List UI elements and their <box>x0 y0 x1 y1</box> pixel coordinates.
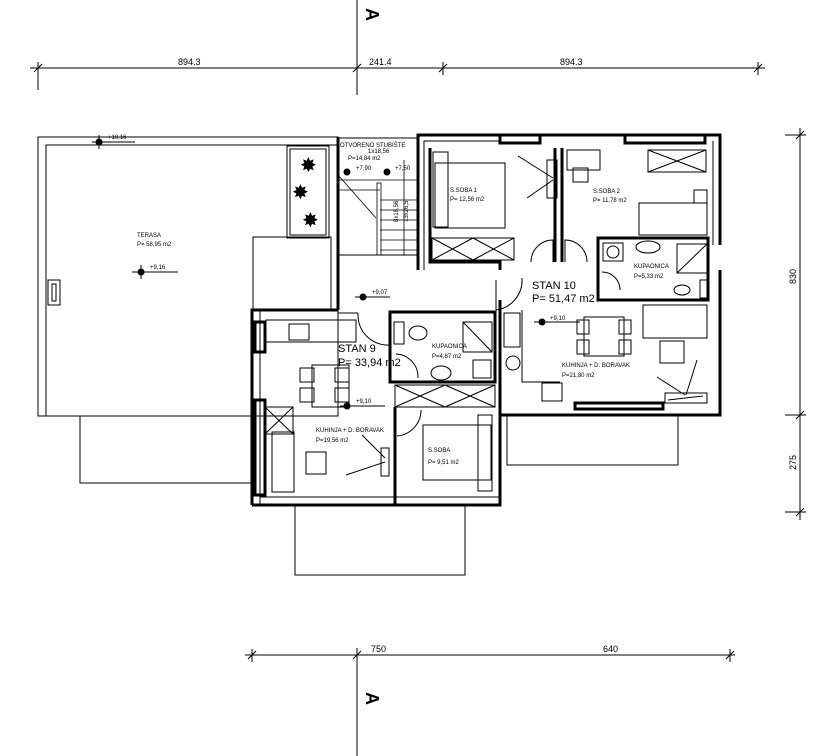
dim-label: 750 <box>371 644 386 654</box>
plant-icon: ✸ ✸ ✸ <box>292 155 319 232</box>
apartment-10: S.SOBA 1 P= 12,56 m2 S.SOBA 2 P= 11,78 m… <box>416 133 722 417</box>
plan-label: S.SOBA 2 <box>593 189 621 195</box>
plan-label: +9,16 <box>150 265 166 271</box>
dim-label: 275 <box>788 455 798 470</box>
plan-label: +7,90 <box>356 166 372 172</box>
plan-label: P= 9,51 m2 <box>428 460 460 466</box>
dim-label: 894.3 <box>560 57 583 67</box>
plan-label: ✸ <box>300 155 317 177</box>
plan-label: ✸ <box>302 210 319 232</box>
plan-label: 8x18,56 <box>394 200 400 222</box>
plan-label: OTVORENO STUBIŠTE <box>340 142 405 149</box>
dim-label: 894.3 <box>178 57 201 67</box>
open-staircase: OTVORENO STUBIŠTE 1x18,56 P=14,84 m2 +7,… <box>336 137 418 310</box>
plan-label: A <box>362 692 382 705</box>
plan-label: P=14,84 m2 <box>348 156 381 162</box>
plan-label: ✸ <box>292 182 309 204</box>
plan-label: TERASA <box>137 233 161 239</box>
plan-label: KUHINJA + D. BORAVAK <box>562 363 630 369</box>
plan-label: P=21,80 m2 <box>562 373 595 379</box>
plan-label: +10,16 <box>108 135 127 141</box>
plan-label: S.SOBA <box>428 448 450 454</box>
plan-label: KUPAONICA <box>432 344 467 350</box>
apartment-9: STAN 9 P= 33,94 m2 +9,10 KUHINJA + D. BO… <box>250 308 679 576</box>
apartment-title: STAN 9 <box>338 343 376 355</box>
plan-label: P= 11,78 m2 <box>593 198 627 204</box>
plan-label: KUPAONICA <box>634 264 669 270</box>
plan-label: P= 58,95 m2 <box>137 242 172 248</box>
plan-label: +9,10 <box>356 399 372 405</box>
section-mark-bottom: A <box>356 648 382 756</box>
dimension-top: 894.3 241.4 894.3 <box>30 57 765 90</box>
plan-label: +9,10 <box>550 316 566 322</box>
dim-label: 640 <box>603 644 618 654</box>
plan-label: A <box>362 8 382 21</box>
plan-label: S.SOBA 1 <box>450 188 478 194</box>
plan-label: +7,50 <box>395 166 411 172</box>
dimension-bottom: 750 640 <box>245 644 735 662</box>
plan-label: P= 51,47 m2 <box>532 293 595 305</box>
section-mark-top: A <box>356 0 382 95</box>
plan-label: 13x26,5 <box>404 200 410 222</box>
dim-label: 241.4 <box>369 57 392 67</box>
plan-label: 1x18,56 <box>368 149 390 155</box>
plan-label: P= 33,94 m2 <box>338 357 401 369</box>
apartment-title: STAN 10 <box>532 280 576 292</box>
plan-label: P=5,33 m2 <box>634 274 664 280</box>
plan-label: P=19,56 m2 <box>316 438 349 444</box>
dim-label: 830 <box>788 269 798 284</box>
plan-label: P=4,87 m2 <box>432 354 462 360</box>
plan-label: KUHINJA + D. BORAVAK <box>316 428 384 434</box>
plan-label: P= 12,56 m2 <box>450 197 485 203</box>
dimension-right: 830 275 <box>785 128 806 520</box>
plan-label: +9,07 <box>372 290 388 296</box>
